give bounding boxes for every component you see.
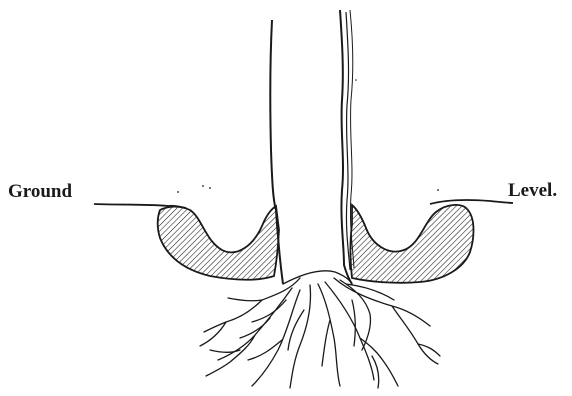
speck: [355, 79, 357, 81]
ground-line-right: [430, 200, 513, 204]
roots: [200, 271, 440, 388]
soil-mound-left: [158, 206, 279, 280]
speck: [209, 187, 211, 189]
bark-line-1: [346, 12, 350, 270]
level-label: Level.: [508, 181, 557, 200]
speck: [202, 185, 204, 187]
ground-label: Ground: [8, 182, 72, 201]
soil-mound-right: [351, 205, 474, 283]
speck: [437, 189, 439, 191]
speck: [177, 191, 179, 193]
